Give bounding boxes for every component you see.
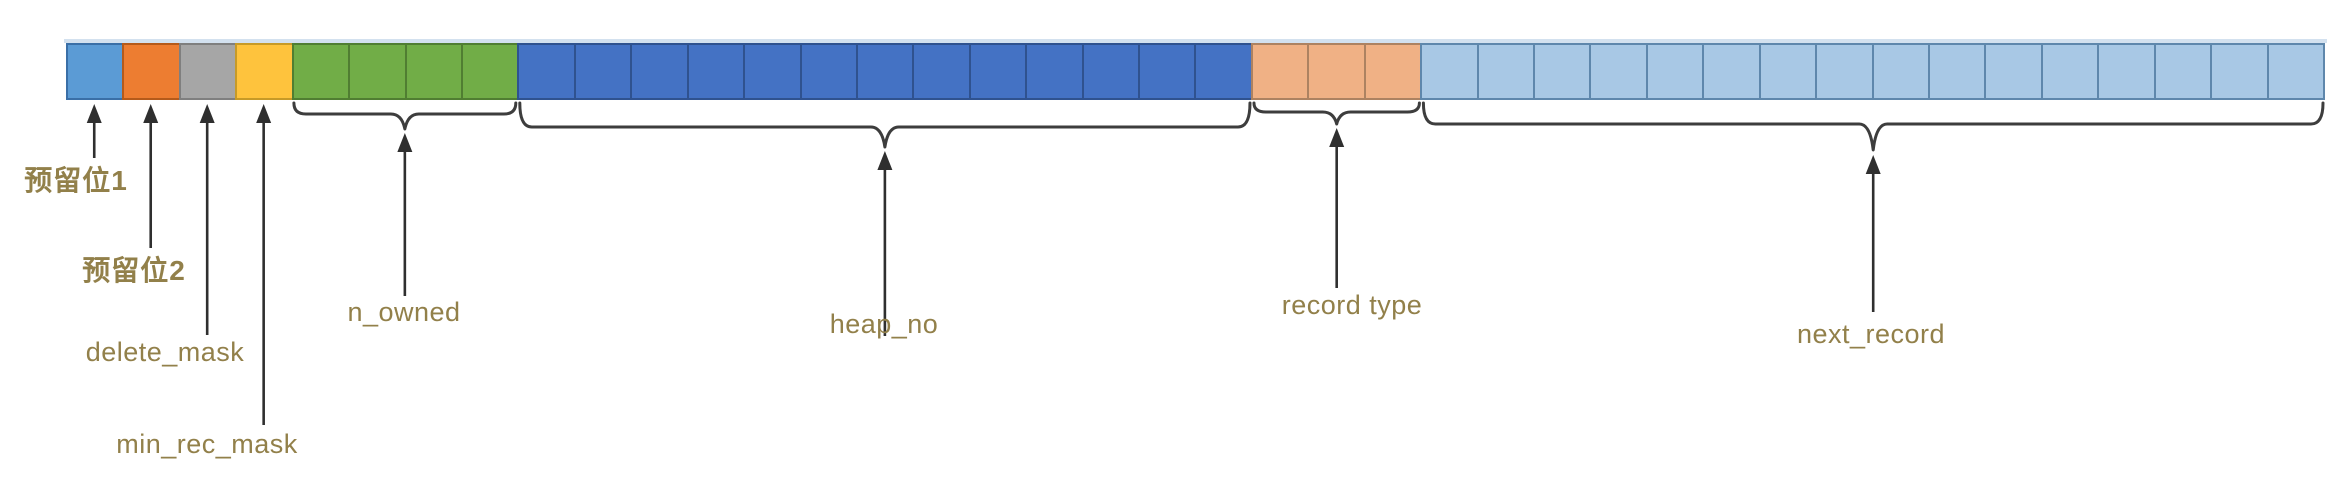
- reserved2-arrowhead: [143, 104, 159, 123]
- label-n-owned: n_owned: [347, 297, 461, 327]
- bar-top-highlight: [64, 39, 2327, 43]
- bit-cell: [235, 43, 294, 100]
- label-min-rec-mask: min_rec_mask: [116, 429, 298, 459]
- record-type-arrowhead: [1329, 128, 1345, 147]
- section-heap-no: [517, 43, 1253, 100]
- bit-cell: [573, 43, 633, 100]
- min-rec-mask-arrowhead: [256, 104, 272, 123]
- bit-cell: [178, 43, 238, 100]
- bit-cell: [66, 43, 125, 100]
- label-next-record: next_record: [1796, 319, 1946, 349]
- bit-cell: [122, 43, 181, 100]
- bit-cell: [291, 43, 351, 100]
- record-type-brace: [1252, 101, 1421, 126]
- bit-cell: [2097, 43, 2156, 100]
- delete-mask-arrowhead: [199, 104, 215, 123]
- bit-cell: [348, 43, 407, 100]
- bit-cell: [1758, 43, 1818, 100]
- n-owned-arrowhead: [397, 133, 413, 152]
- section-reserved1: [66, 43, 125, 100]
- bit-cell: [1871, 43, 1930, 100]
- reserved1-arrowhead: [86, 104, 102, 123]
- bit-cell: [517, 43, 576, 100]
- section-n-owned: [291, 43, 520, 100]
- n-owned-brace: [292, 101, 518, 131]
- bit-cell: [1702, 43, 1761, 100]
- bit-cell: [460, 43, 520, 100]
- label-heap-no: heap_no: [829, 309, 939, 339]
- next-record-arrowhead: [1865, 155, 1881, 174]
- bit-cell: [686, 43, 746, 100]
- bit-cell: [2210, 43, 2269, 100]
- section-delete-mask: [178, 43, 238, 100]
- section-record-type: [1250, 43, 1423, 100]
- bit-cell: [1476, 43, 1536, 100]
- bit-cell: [1533, 43, 1592, 100]
- section-reserved2: [122, 43, 181, 100]
- bit-cell: [404, 43, 463, 100]
- label-record-type: record type: [1281, 290, 1423, 320]
- bit-cell: [2153, 43, 2213, 100]
- bit-cell: [1815, 43, 1874, 100]
- next-record-brace: [1421, 101, 2325, 152]
- label-reserved1: 预留位1: [24, 165, 128, 196]
- bit-cell: [1081, 43, 1141, 100]
- heap-no-brace: [518, 101, 1252, 149]
- bit-cell: [1194, 43, 1253, 100]
- heap-no-arrowhead: [877, 151, 893, 170]
- bit-cell: [1307, 43, 1366, 100]
- bit-cell: [1928, 43, 1987, 100]
- section-next-record: [1420, 43, 2325, 100]
- bit-cell: [630, 43, 689, 100]
- section-min-rec-mask: [235, 43, 294, 100]
- bit-cell: [1645, 43, 1705, 100]
- label-delete-mask: delete_mask: [85, 337, 245, 367]
- bit-bar: [66, 43, 2325, 100]
- bit-cell: [1025, 43, 1084, 100]
- label-reserved2: 预留位2: [82, 255, 186, 286]
- bit-cell: [968, 43, 1028, 100]
- bit-cell: [1589, 43, 1648, 100]
- bit-cell: [743, 43, 802, 100]
- bit-cell: [2040, 43, 2100, 100]
- bit-cell: [1420, 43, 1479, 100]
- bit-cell: [1984, 43, 2043, 100]
- bit-cell: [1250, 43, 1310, 100]
- bit-cell: [799, 43, 858, 100]
- bit-cell: [912, 43, 971, 100]
- bit-cell: [2266, 43, 2325, 100]
- bit-cell: [1363, 43, 1423, 100]
- bit-cell: [1138, 43, 1197, 100]
- bit-cell: [855, 43, 915, 100]
